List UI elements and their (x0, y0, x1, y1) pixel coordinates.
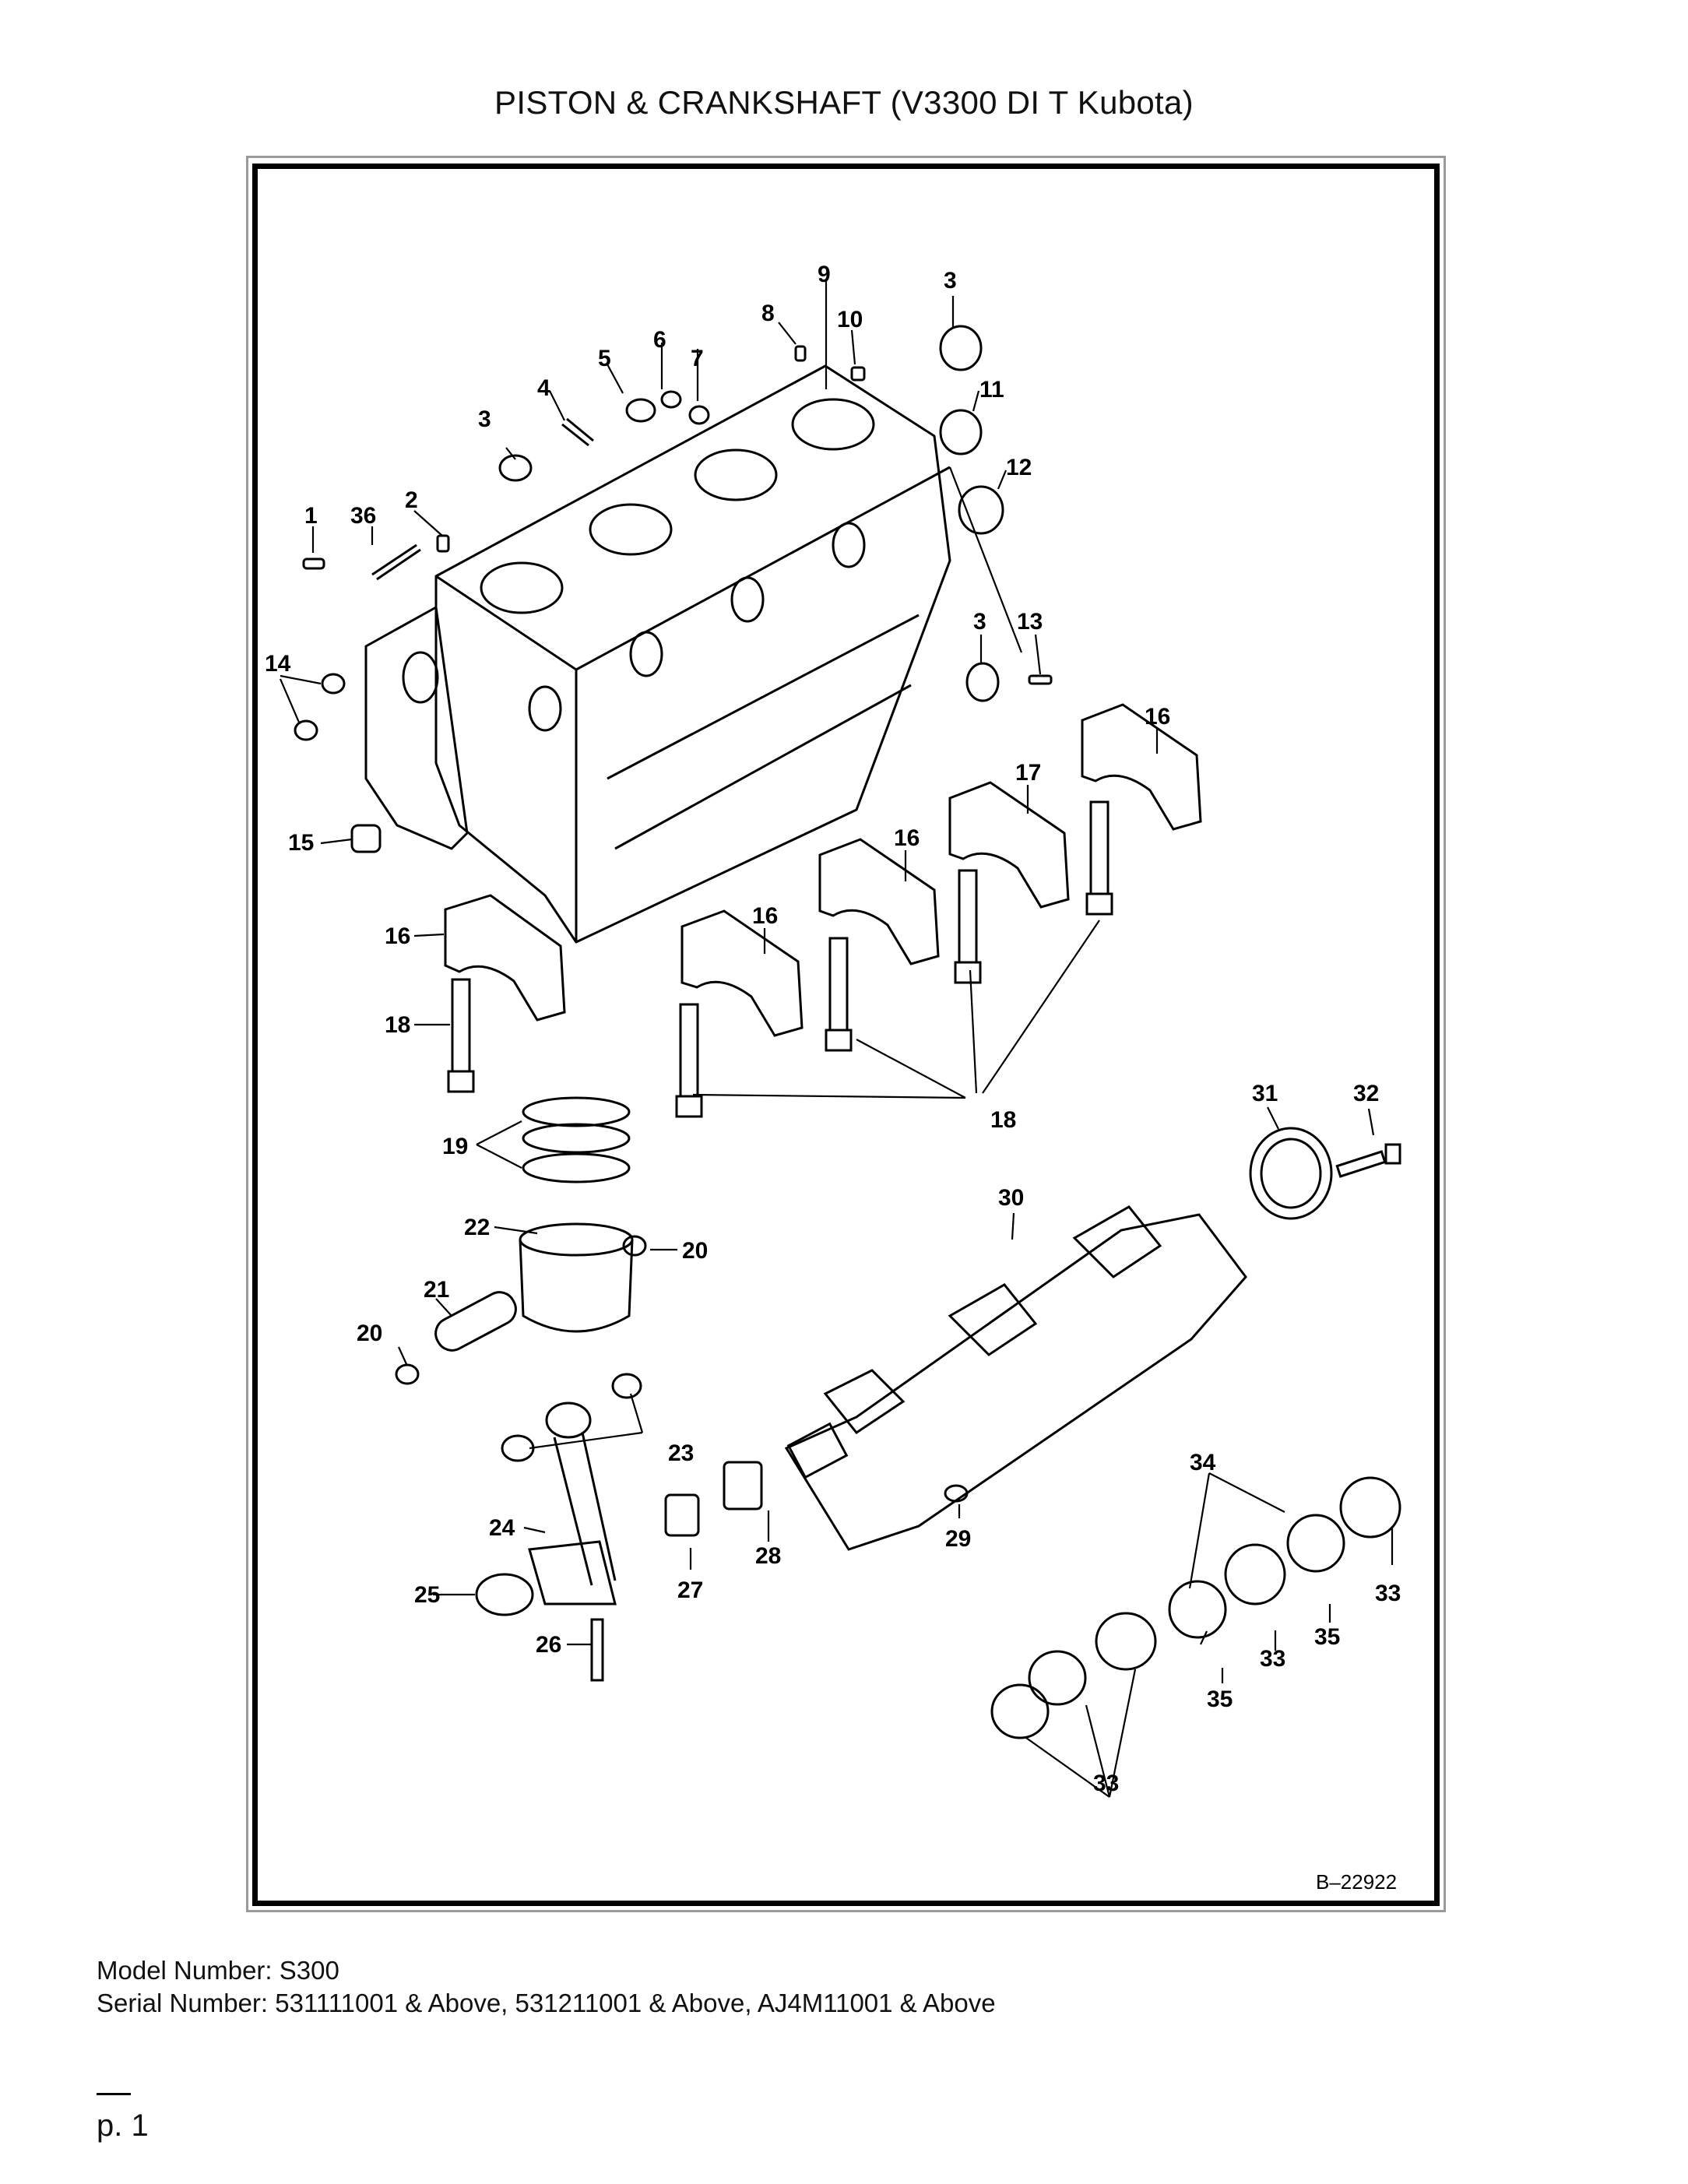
page-title: PISTON & CRANKSHAFT (V3300 DI T Kubota) (494, 84, 1194, 121)
callout-27: 27 (677, 1577, 703, 1603)
page-number: p. 1 (97, 2108, 149, 2143)
callout-28: 28 (755, 1543, 781, 1569)
callout-35: 35 (1207, 1686, 1233, 1712)
callout-29: 29 (945, 1526, 971, 1552)
callout-7: 7 (691, 346, 704, 371)
figure-id: B–22922 (1316, 1870, 1397, 1894)
callout-13: 13 (1017, 609, 1043, 635)
main-bearing-caps-drawing (444, 703, 1202, 1037)
callout-3: 3 (973, 609, 986, 635)
serial-number: Serial Number: 531111001 & Above, 531211… (97, 1989, 996, 2017)
callout-16: 16 (752, 903, 778, 929)
callout-14: 14 (265, 651, 291, 677)
callout-5: 5 (598, 346, 611, 371)
callout-11: 11 (979, 377, 1004, 403)
model-number: Model Number: S300 (97, 1956, 339, 1985)
callout-2: 2 (405, 487, 418, 513)
callout-25: 25 (414, 1582, 440, 1608)
model-info: Model Number: S300 Serial Number: 531111… (97, 1954, 996, 2020)
callout-18: 18 (990, 1107, 1016, 1133)
callout-33: 33 (1093, 1771, 1119, 1796)
part-callouts: 1 36 2 3 4 5 6 7 8 9 10 3 11 12 3 13 14 … (265, 262, 1401, 1796)
callout-33: 33 (1260, 1646, 1285, 1672)
callout-6: 6 (653, 327, 666, 353)
callout-24: 24 (489, 1515, 515, 1541)
callout-21: 21 (424, 1277, 449, 1303)
cap-bolts-drawing (447, 800, 1113, 1118)
callout-3: 3 (478, 406, 491, 432)
callout-12: 12 (1006, 455, 1032, 480)
callout-30: 30 (998, 1185, 1024, 1211)
piston-assembly-drawing (395, 1096, 647, 1682)
callout-32: 32 (1353, 1081, 1379, 1106)
main-bearings-drawing (990, 1476, 1401, 1739)
callout-22: 22 (464, 1215, 490, 1240)
callout-16: 16 (1145, 704, 1170, 730)
callout-35: 35 (1314, 1624, 1340, 1650)
callout-31: 31 (1252, 1081, 1278, 1106)
callout-3: 3 (944, 268, 957, 294)
crankshaft-drawing (664, 1127, 1401, 1551)
callout-15: 15 (288, 830, 314, 856)
cylinder-block-drawing (364, 364, 951, 944)
callout-17: 17 (1015, 760, 1041, 786)
callout-16: 16 (894, 825, 920, 851)
callout-36: 36 (350, 503, 376, 529)
callout-1: 1 (304, 503, 318, 529)
callout-20: 20 (357, 1321, 382, 1346)
page-rule (97, 2093, 131, 2095)
callout-10: 10 (837, 307, 863, 332)
callout-20: 20 (682, 1238, 708, 1264)
callout-9: 9 (818, 262, 831, 287)
figure-frame-outer (246, 156, 1446, 1912)
callout-33: 33 (1375, 1581, 1401, 1606)
callout-4: 4 (537, 375, 550, 401)
callout-26: 26 (536, 1632, 561, 1658)
callout-34: 34 (1190, 1450, 1216, 1475)
callout-23: 23 (668, 1440, 694, 1466)
callout-8: 8 (761, 301, 775, 326)
callout-16: 16 (385, 923, 410, 949)
callout-19: 19 (442, 1134, 468, 1159)
small-parts-drawing (294, 325, 1053, 853)
leader-lines (279, 280, 1394, 1798)
callout-18: 18 (385, 1012, 410, 1038)
figure-frame (252, 164, 1440, 1906)
